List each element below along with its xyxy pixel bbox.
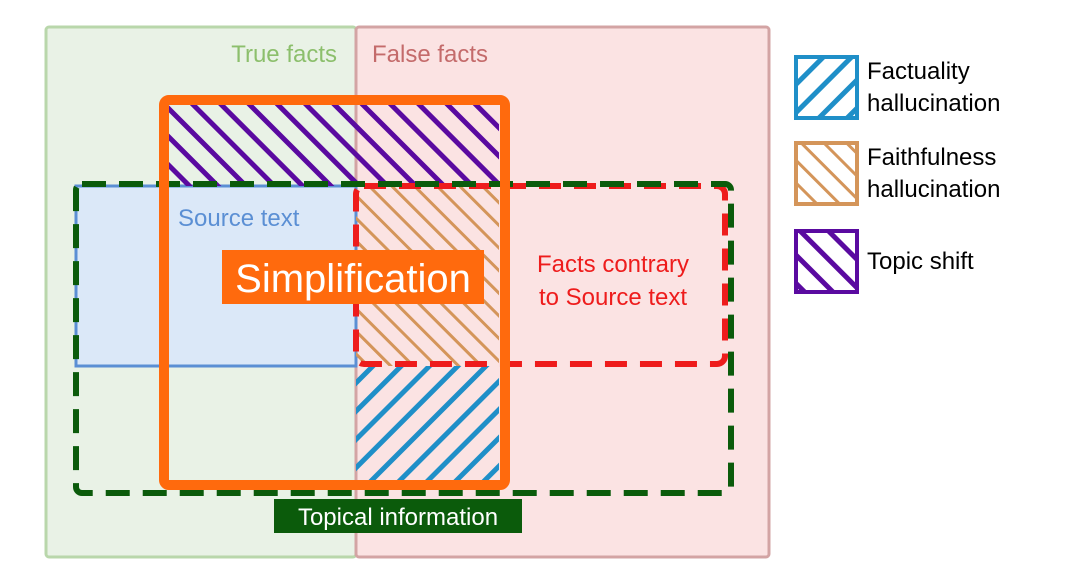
legend-label-line2: hallucination — [867, 90, 1000, 117]
legend-item-topic-shift: Topic shift — [794, 229, 974, 294]
contrary-facts-label-line2: to Source text — [539, 284, 687, 311]
topic-shift-swatch-icon — [794, 229, 859, 294]
legend-label-line2: hallucination — [867, 176, 1000, 203]
factuality-hallucination-swatch-icon — [794, 55, 859, 120]
simplification-label-background — [222, 250, 484, 304]
legend-label-line1: Factuality — [867, 58, 970, 85]
factuality-hatch — [356, 366, 499, 481]
legend-item-factuality: Factuality hallucination — [794, 55, 1000, 120]
simplification-region — [159, 95, 510, 490]
contrary-facts-label-line1: Facts contrary — [537, 251, 689, 278]
topical-information-region — [73, 181, 734, 496]
faithfulness-hallucination-swatch-icon — [794, 141, 859, 206]
source-text-label: Source text — [178, 205, 300, 232]
legend-item-faithfulness: Faithfulness hallucination — [794, 141, 1000, 206]
topical-label-background — [274, 499, 522, 533]
legend-label-line1: Topic shift — [867, 248, 974, 275]
legend-label-line1: Faithfulness — [867, 144, 996, 171]
false-facts-label: False facts — [372, 41, 488, 68]
topical-information-label: Topical information — [298, 504, 498, 531]
topic-shift-hatch — [167, 103, 499, 186]
legend: Factuality hallucination Faithfulness ha… — [794, 55, 1000, 294]
simplification-label: Simplification — [235, 257, 471, 301]
true-facts-label: True facts — [231, 41, 337, 68]
